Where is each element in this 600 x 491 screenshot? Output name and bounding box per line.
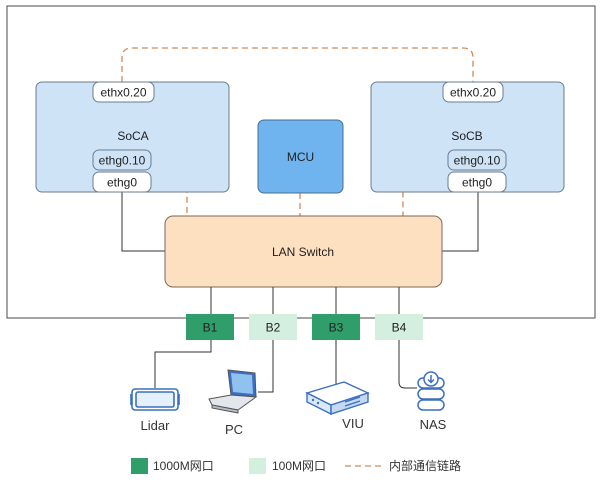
device-wires — [154, 340, 417, 393]
port-b2-label: B2 — [266, 321, 281, 335]
socb-port-ethg — [447, 171, 507, 193]
socb-title: SoCB — [451, 129, 482, 143]
soca-port-ethx — [92, 81, 155, 103]
lidar-icon — [130, 388, 180, 411]
lan-switch-box — [164, 215, 443, 288]
socb-port-ethg-label: ethg0 — [462, 176, 492, 190]
soca-port-ethg-vlan-label: ethg0.10 — [99, 154, 146, 168]
legend-swatch-1000m — [131, 458, 148, 474]
soca-title: SoCA — [117, 129, 148, 143]
soca-port-ethg-label: ethg0 — [107, 176, 137, 190]
device-nas-label: NAS — [420, 417, 447, 432]
device-viu-label: VIU — [342, 416, 364, 431]
port-b1-label: B1 — [203, 321, 218, 335]
outer-frame — [6, 5, 596, 319]
socb-port-ethx — [442, 81, 504, 103]
lan-switch-node: LAN Switch — [164, 215, 443, 288]
mcu-box — [257, 119, 344, 194]
legend-label-internal: 内部通信链路 — [389, 458, 461, 473]
wire-socb-switch — [442, 192, 479, 252]
socb-port-ethg-vlan — [447, 149, 507, 171]
soca-port-ethg — [92, 171, 152, 193]
lan-switch-title: LAN Switch — [272, 245, 334, 259]
wire-b1-lidar — [154, 340, 212, 388]
port-b3-label: B3 — [329, 321, 344, 335]
socb-port-ethx-label: ethx0.20 — [450, 86, 496, 100]
device-pc-label: PC — [225, 422, 243, 437]
port-b3 — [312, 314, 360, 340]
soca-port-ethg-vlan — [92, 149, 152, 171]
socb-port-ethg-vlan-label: ethg0.10 — [454, 154, 501, 168]
soc-switch-wires — [121, 192, 479, 252]
wire-b2-pc — [258, 340, 274, 393]
nas-icon — [417, 371, 445, 411]
wire-soca-switch — [121, 192, 165, 252]
socb-node: ethx0.20 SoCB ethg0.10 ethg0 — [370, 81, 565, 193]
wire-b4-nas — [398, 340, 417, 389]
mcu-title: MCU — [287, 150, 314, 164]
soca-port-ethx-label: ethx0.20 — [100, 86, 146, 100]
viu-icon — [305, 381, 370, 416]
port-b4 — [375, 314, 423, 340]
port-b4-label: B4 — [392, 321, 407, 335]
legend-label-1000m: 1000M网口 — [153, 459, 214, 473]
ports: B1 B2 B3 B4 — [186, 314, 423, 340]
port-b1 — [186, 314, 234, 340]
legend-swatch-100m — [249, 458, 266, 474]
legend-label-100m: 100M网口 — [272, 459, 326, 473]
legend: 1000M网口 100M网口 内部通信链路 — [131, 458, 461, 474]
mcu-node: MCU — [257, 119, 344, 194]
device-lidar-label: Lidar — [141, 418, 171, 433]
internal-link-soca-socb-top — [121, 47, 474, 82]
port-wires — [210, 287, 400, 314]
soca-node: ethx0.20 SoCA ethg0.10 ethg0 — [35, 81, 230, 193]
port-b2 — [249, 314, 297, 340]
laptop-icon — [208, 369, 258, 414]
